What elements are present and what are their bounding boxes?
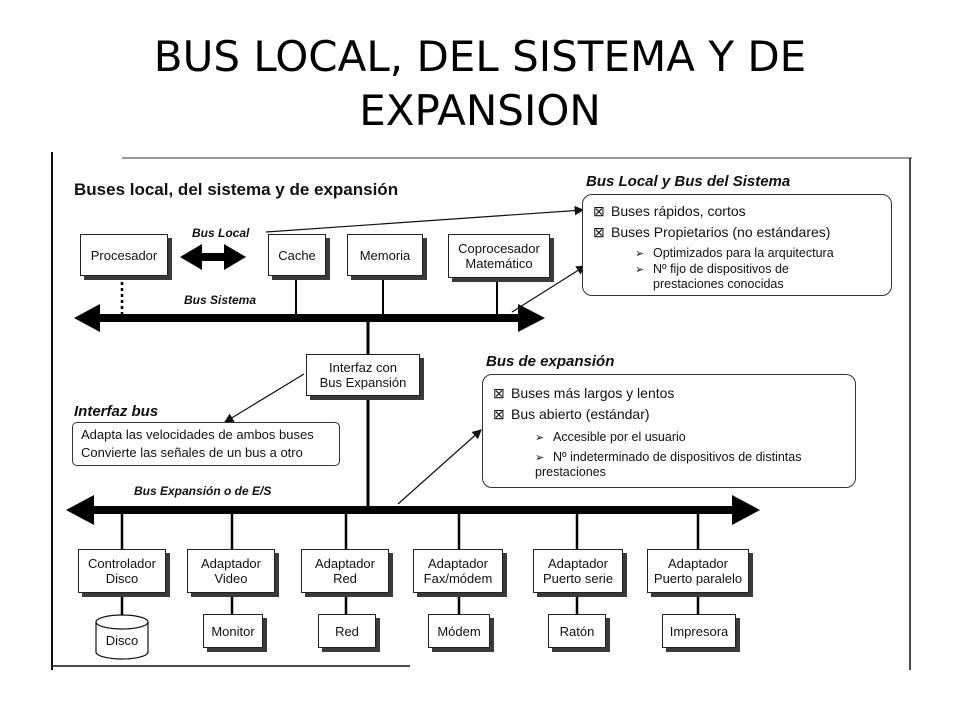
bus-local-arrow xyxy=(180,244,246,270)
bde-item-1: ⊠Buses más largos y lentos xyxy=(493,385,675,401)
slide-title-line-1: BUS LOCAL, DEL SISTEMA Y DE xyxy=(153,32,807,81)
coprocesador-box: Coprocesador Matemático xyxy=(448,234,550,278)
boxed-x-arrow-icon: ⊠ xyxy=(593,224,605,240)
bus-expansion-label: Bus Expansión o de E/S xyxy=(134,484,272,498)
bls-item-1: ⊠Buses rápidos, cortos xyxy=(593,203,746,219)
callout-interfaz xyxy=(223,373,305,423)
disk-icon xyxy=(95,614,149,660)
diagram-heading: Buses local, del sistema y de expansión xyxy=(74,180,399,199)
cache-box: Cache xyxy=(268,234,326,276)
device-modem: Módem xyxy=(428,614,490,648)
bus-diagram: Buses local, del sistema y de expansión … xyxy=(50,152,912,670)
device-impresora: Impresora xyxy=(662,614,736,648)
device-raton: Ratón xyxy=(548,614,606,648)
boxed-x-arrow-icon: ⊠ xyxy=(493,385,505,401)
interfaz-bus-panel: Adapta las velocidades de ambos buses Co… xyxy=(72,422,340,466)
callout-bus-sistema xyxy=(511,265,587,313)
bls-sub-2-cont: prestaciones conocidas xyxy=(653,277,784,291)
device-monitor: Monitor xyxy=(203,614,263,648)
arrowhead-icon: ➢ xyxy=(635,264,645,276)
bus-expansion-arrow xyxy=(66,495,760,525)
procesador-box: Procesador xyxy=(80,234,168,276)
bde-sub-2-cont: prestaciones xyxy=(535,465,606,479)
device-red: Red xyxy=(318,614,376,648)
device-disco: Disco xyxy=(105,633,139,648)
arrowhead-icon: ➢ xyxy=(535,452,545,464)
bus-local-sistema-panel: ⊠Buses rápidos, cortos ⊠Buses Propietari… xyxy=(582,194,892,296)
boxed-x-arrow-icon: ⊠ xyxy=(593,203,605,219)
bls-sub-2: ➢Nº fijo de dispositivos de xyxy=(635,262,789,276)
bus-local-label: Bus Local xyxy=(192,226,250,240)
arrowhead-icon: ➢ xyxy=(535,432,545,444)
bls-item-2: ⊠Buses Propietarios (no estándares) xyxy=(593,224,831,240)
interfaz-box: Interfaz con Bus Expansión xyxy=(306,354,420,396)
bus-sistema-label: Bus Sistema xyxy=(184,293,257,307)
bde-sub-1: ➢Accesible por el usuario xyxy=(535,430,686,444)
bus-de-expansion-title: Bus de expansión xyxy=(486,353,615,370)
bus-sistema-arrow xyxy=(74,304,545,332)
interfaz-bus-title: Interfaz bus xyxy=(74,403,159,420)
bls-sub-1: ➢Optimizados para la arquitectura xyxy=(635,246,834,260)
memoria-box: Memoria xyxy=(347,234,423,276)
callout-bus-expansion xyxy=(397,429,482,505)
diagram-lines xyxy=(51,152,912,670)
bus-local-sistema-title: Bus Local y Bus del Sistema xyxy=(586,173,791,190)
bde-sub-2: ➢Nº indeterminado de dispositivos de dis… xyxy=(535,450,802,464)
arrowhead-icon: ➢ xyxy=(635,248,645,260)
bus-de-expansion-panel: ⊠Buses más largos y lentos ⊠Bus abierto … xyxy=(482,374,856,488)
boxed-x-arrow-icon: ⊠ xyxy=(493,406,505,422)
bde-item-2: ⊠Bus abierto (estándar) xyxy=(493,406,650,422)
callout-bus-local xyxy=(265,205,585,233)
slide-title: BUS LOCAL, DEL SISTEMA Y DE EXPANSION xyxy=(0,30,960,138)
slide-title-line-2: EXPANSION xyxy=(359,86,601,135)
